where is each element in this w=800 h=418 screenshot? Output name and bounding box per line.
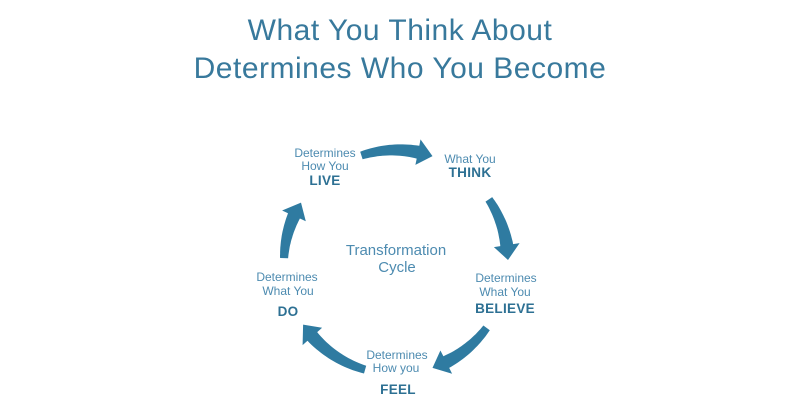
arrow-do-to-live-icon xyxy=(280,202,306,259)
title-line-2: Determines Who You Become xyxy=(193,52,607,85)
live-label-emphasis: LIVE xyxy=(309,173,341,188)
center-label-line-2: Cycle xyxy=(378,259,416,276)
do-label-line-2: What You xyxy=(262,284,314,298)
think-label-emphasis: THINK xyxy=(448,165,492,180)
believe-label-line-1: Determines xyxy=(475,271,537,285)
believe-label-emphasis: BELIEVE xyxy=(475,301,535,316)
live-label-line-1: Determines xyxy=(294,146,356,160)
arrow-feel-to-do-icon xyxy=(302,324,367,374)
arrow-live-to-think-icon xyxy=(360,139,433,165)
think-label-line-1: What You xyxy=(444,152,496,166)
feel-label-line-2: How you xyxy=(372,361,420,375)
do-label-emphasis: DO xyxy=(277,304,299,319)
believe-label-line-2: What You xyxy=(479,285,531,299)
slide-title: What You Think About Determines Who You … xyxy=(0,12,800,88)
feel-label-emphasis: FEEL xyxy=(380,382,416,397)
feel-label-line-1: Determines xyxy=(366,348,428,362)
do-label-line-1: Determines xyxy=(256,270,318,284)
live-label-line-2: How You xyxy=(301,159,349,173)
center-label-line-1: Transformation xyxy=(345,242,447,259)
title-line-1: What You Think About xyxy=(247,14,553,47)
arrow-think-to-believe-icon xyxy=(485,197,520,260)
arrow-believe-to-feel-icon xyxy=(432,325,490,374)
